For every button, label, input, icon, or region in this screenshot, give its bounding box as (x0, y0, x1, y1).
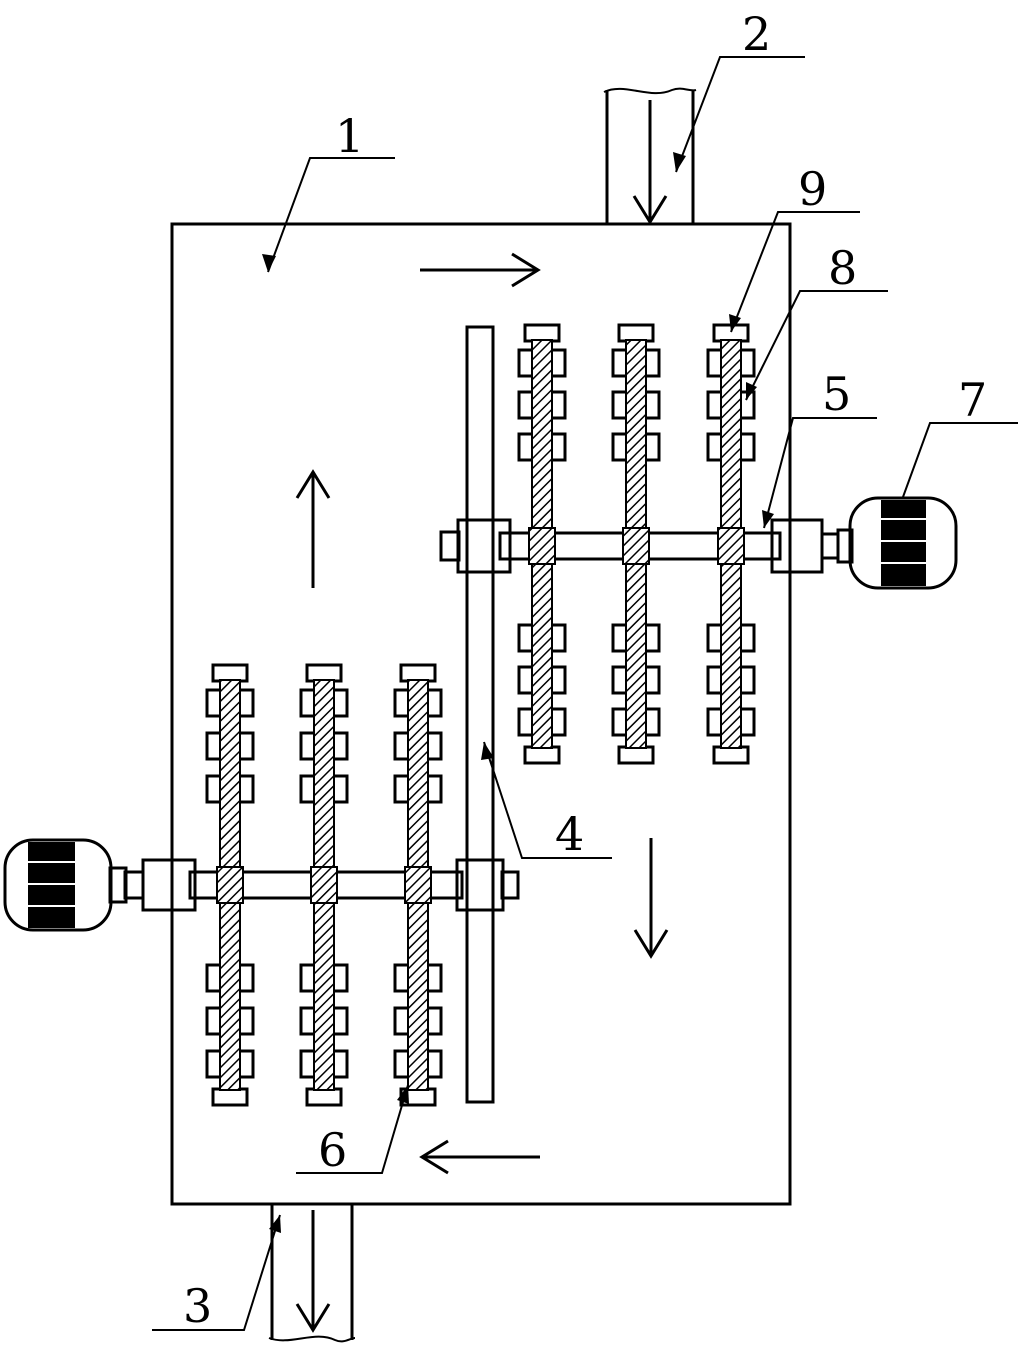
leader-lines (152, 56, 1018, 1331)
upper-coupling (820, 532, 840, 560)
label-9: 9 (798, 162, 827, 216)
label-5: 5 (822, 367, 851, 421)
blade-cap (305, 663, 343, 683)
label-1: 1 (335, 109, 364, 163)
blade-cap (211, 1087, 249, 1107)
blade-cap (211, 663, 249, 683)
lower-bearing-left (141, 858, 197, 912)
motor-right (848, 496, 958, 590)
label-8: 8 (828, 241, 857, 295)
inlet-pipe (603, 87, 697, 224)
blade-hub (216, 866, 244, 904)
blade-hub (310, 866, 338, 904)
blade-hub (622, 527, 650, 565)
tank-body (170, 222, 792, 1206)
lower-bearing-right (455, 858, 505, 912)
blade-cap (523, 745, 561, 765)
baffle-plate (465, 325, 495, 1104)
blade-hub (528, 527, 556, 565)
label-3: 3 (183, 1279, 212, 1333)
blade-hub (404, 866, 432, 904)
lower-shaft-end-right (500, 870, 520, 900)
blade-hub (717, 527, 745, 565)
blade-cap (617, 323, 655, 343)
flow-arrows (295, 100, 669, 1333)
upper-shaft-end-left (439, 530, 461, 562)
blade-cap (305, 1087, 343, 1107)
label-6: 6 (318, 1123, 347, 1177)
blade-cap (523, 323, 561, 343)
blade-cap (617, 745, 655, 765)
blade-cap (712, 745, 750, 765)
label-2: 2 (742, 7, 771, 61)
paddle-blades (193, 323, 774, 1107)
lower-coupling (123, 870, 145, 900)
label-7: 7 (958, 373, 987, 427)
blade-cap (399, 663, 437, 683)
label-4: 4 (555, 807, 584, 861)
motor-left (3, 838, 113, 932)
